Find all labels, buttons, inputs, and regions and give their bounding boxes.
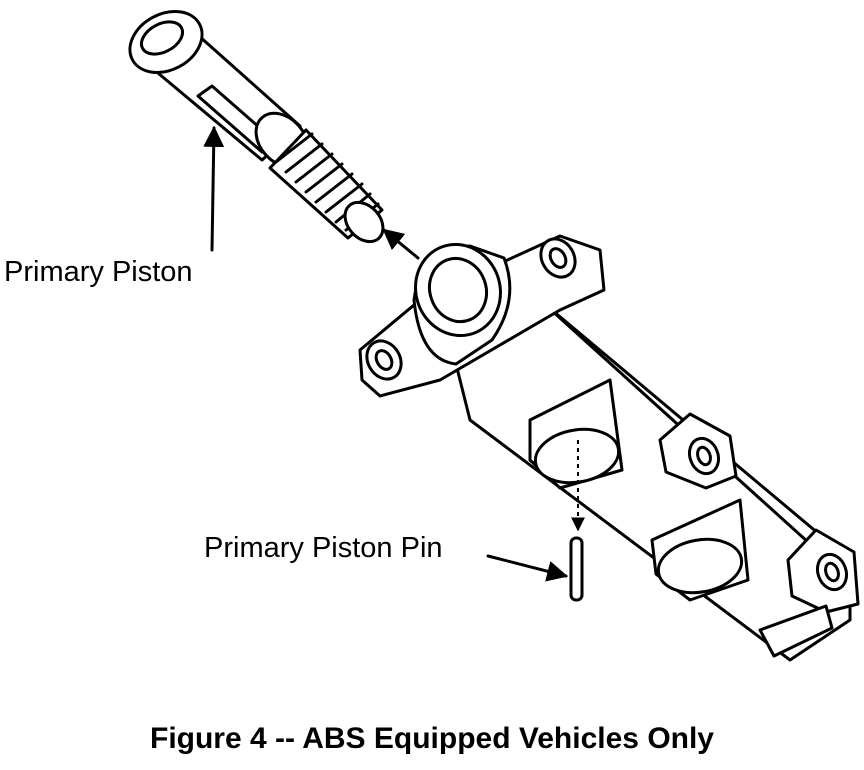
primary-piston-pin: [569, 536, 584, 602]
side-port-1: [658, 412, 738, 490]
primary-piston-label: Primary Piston: [4, 256, 193, 288]
master-cylinder-body: [358, 234, 860, 662]
primary-piston: [128, 10, 385, 244]
figure-caption: Figure 4 -- ABS Equipped Vehicles Only: [150, 722, 714, 755]
reservoir-port-2: [650, 498, 750, 602]
reservoir-port-1: [528, 378, 624, 490]
piston-spring: [268, 128, 385, 244]
pin-leader-arrow: [486, 554, 569, 582]
piston-leader-arrow: [203, 125, 225, 252]
insertion-arrow: [382, 228, 420, 260]
side-port-2: [786, 528, 860, 614]
piston-end-cap: [128, 10, 204, 74]
primary-piston-pin-label: Primary Piston Pin: [204, 532, 443, 564]
